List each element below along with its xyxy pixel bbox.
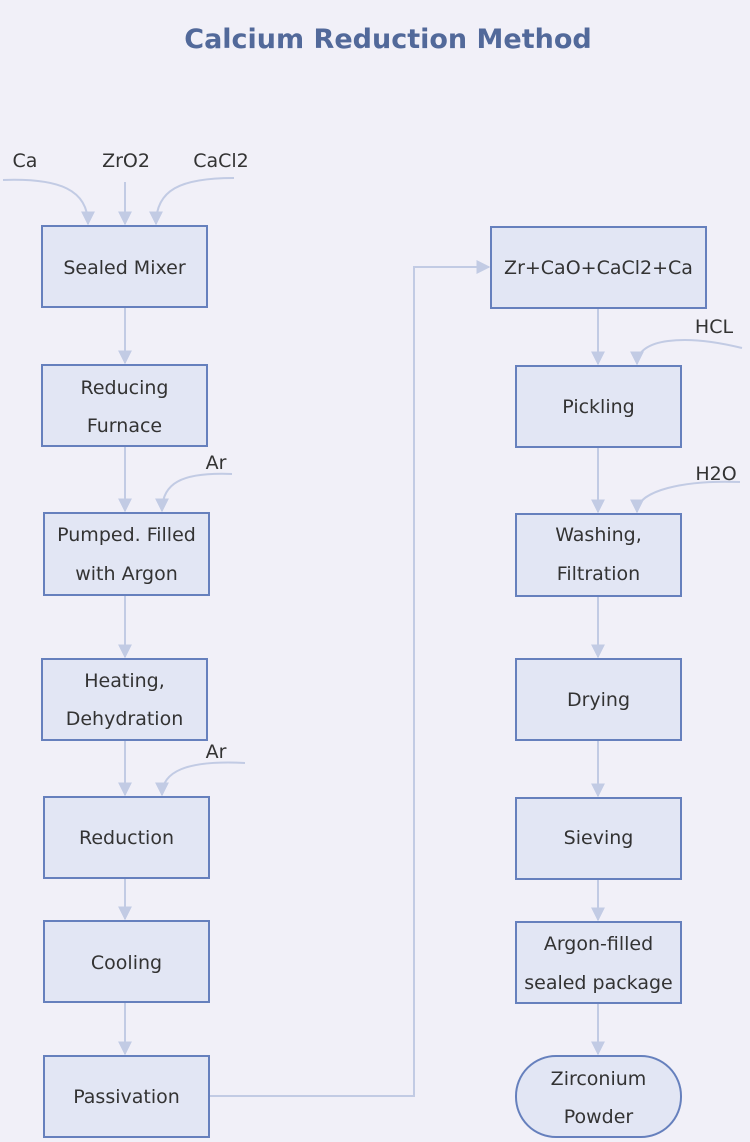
node-sieving: Sieving bbox=[515, 797, 682, 880]
node-label-line: Pickling bbox=[562, 396, 634, 418]
node-cooling: Cooling bbox=[43, 920, 210, 1003]
edge-ar-to-reduction bbox=[155, 761, 246, 797]
input-label-ar-2: Ar bbox=[206, 741, 227, 763]
node-sealed-mixer: Sealed Mixer bbox=[41, 225, 208, 308]
input-label-cacl2: CaCl2 bbox=[193, 150, 249, 172]
node-label-line: Furnace bbox=[87, 415, 162, 437]
input-label-zro2: ZrO2 bbox=[102, 150, 150, 172]
node-drying: Drying bbox=[515, 658, 682, 741]
node-passivation: Passivation bbox=[43, 1055, 210, 1138]
edge-passivation-to-mixture bbox=[209, 260, 491, 1097]
node-argon-filled-sealed-package: Argon-filled sealed package bbox=[515, 921, 682, 1004]
node-heating-dehydration: Heating, Dehydration bbox=[41, 658, 208, 741]
node-pickling: Pickling bbox=[515, 365, 682, 448]
edge-layer bbox=[2, 177, 743, 1097]
edge-hcl-to-pickling bbox=[630, 339, 743, 366]
node-label-line: Reduction bbox=[79, 827, 174, 849]
node-label-line: Drying bbox=[567, 689, 630, 711]
edge-ar-to-pumped-filled bbox=[155, 472, 233, 513]
node-zirconium-powder: Zirconium Powder bbox=[515, 1055, 682, 1138]
diagram-title: Calcium Reduction Method bbox=[184, 24, 591, 55]
node-label-line: sealed package bbox=[524, 972, 673, 994]
node-label-line: Powder bbox=[564, 1106, 634, 1128]
input-label-hcl: HCL bbox=[695, 316, 734, 338]
node-reducing-furnace: Reducing Furnace bbox=[41, 364, 208, 447]
node-label-line: Heating, bbox=[84, 670, 165, 692]
node-label-line: Pumped. Filled bbox=[57, 524, 196, 546]
input-label-ca: Ca bbox=[13, 150, 38, 172]
node-washing-filtration: Washing, Filtration bbox=[515, 513, 682, 597]
input-label-layer: Ca ZrO2 CaCl2 Ar Ar HCL H2O bbox=[13, 150, 737, 763]
node-label-line: Sealed Mixer bbox=[63, 257, 185, 279]
node-label-line: Passivation bbox=[73, 1086, 180, 1108]
node-label-line: Washing, bbox=[555, 524, 642, 546]
node-label-line: Argon-filled bbox=[544, 933, 653, 955]
node-pumped-filled-with-argon: Pumped. Filled with Argon bbox=[43, 512, 210, 596]
node-label-line: Dehydration bbox=[66, 708, 184, 730]
node-label-line: Zirconium bbox=[551, 1068, 647, 1090]
edge-h2o-to-washing bbox=[630, 480, 741, 514]
node-label-line: Filtration bbox=[557, 563, 640, 585]
node-layer: Sealed Mixer Reducing Furnace Pumped. Fi… bbox=[41, 225, 707, 1138]
input-label-h2o: H2O bbox=[695, 463, 736, 485]
node-label-line: Cooling bbox=[91, 952, 162, 974]
input-label-ar-1: Ar bbox=[206, 452, 227, 474]
node-mixture: Zr+CaO+CaCl2+Ca bbox=[490, 226, 707, 309]
node-label-line: with Argon bbox=[75, 563, 178, 585]
edge-ca-to-sealed-mixer bbox=[2, 178, 95, 226]
node-reduction: Reduction bbox=[43, 796, 210, 879]
node-label-line: Sieving bbox=[564, 827, 634, 849]
node-label-line: Zr+CaO+CaCl2+Ca bbox=[504, 257, 693, 279]
edge-cacl2-to-sealed-mixer bbox=[149, 177, 235, 226]
node-label-line: Reducing bbox=[81, 377, 169, 399]
